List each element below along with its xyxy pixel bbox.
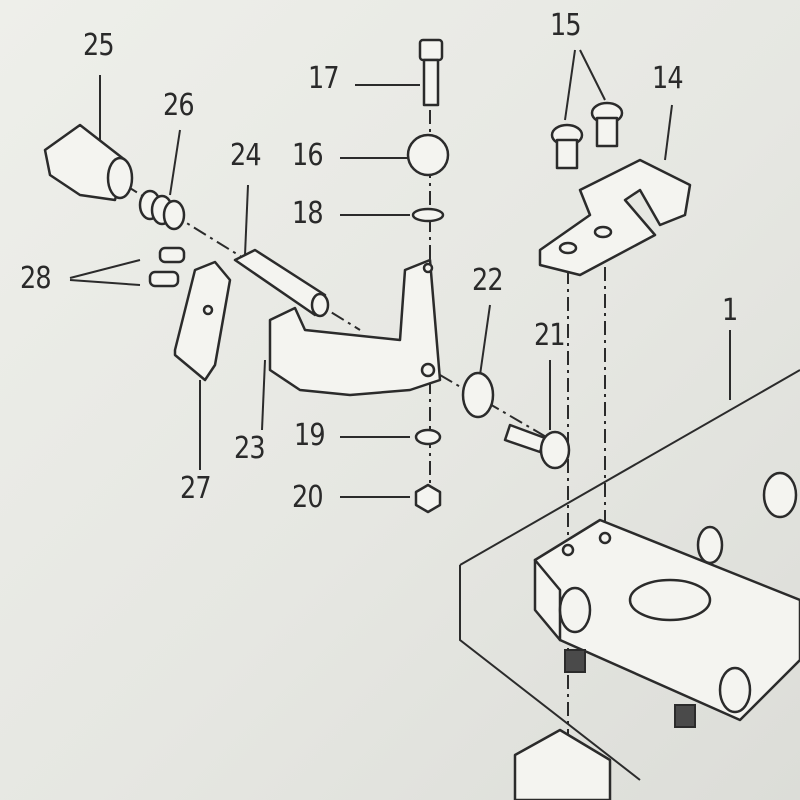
label-part-23: 23 xyxy=(234,431,266,466)
label-part-1: 1 xyxy=(722,293,738,328)
label-part-16: 16 xyxy=(292,138,324,173)
part-14-plate xyxy=(538,158,692,277)
part-23-arm xyxy=(268,258,442,397)
label-part-17: 17 xyxy=(308,61,340,96)
label-part-26: 26 xyxy=(163,88,195,123)
label-part-15: 15 xyxy=(550,8,582,43)
label-part-22: 22 xyxy=(472,263,504,298)
part-19-washer xyxy=(414,428,442,446)
label-part-20: 20 xyxy=(292,480,324,515)
part-26-spring xyxy=(138,189,186,231)
part-17-screw xyxy=(418,38,444,107)
leader-lines xyxy=(69,49,731,498)
part-18-washer xyxy=(411,207,445,223)
label-part-24: 24 xyxy=(230,138,262,173)
part-15-screws xyxy=(550,101,624,170)
part-22-washer xyxy=(461,371,495,419)
part-16-ball xyxy=(406,133,450,177)
part-21-screw xyxy=(503,423,571,470)
part-24-pin xyxy=(233,248,330,318)
label-part-28: 28 xyxy=(20,261,52,296)
label-part-25: 25 xyxy=(83,28,115,63)
label-part-18: 18 xyxy=(292,196,324,231)
part-27-bracket xyxy=(173,260,232,382)
part-20-nut xyxy=(414,483,442,514)
part-1-base xyxy=(459,369,800,800)
part-25-cap xyxy=(43,123,134,202)
label-part-27: 27 xyxy=(180,471,212,506)
part-28-screws xyxy=(148,246,186,288)
label-part-21: 21 xyxy=(534,318,566,353)
label-part-19: 19 xyxy=(294,418,326,453)
label-part-14: 14 xyxy=(652,61,684,96)
